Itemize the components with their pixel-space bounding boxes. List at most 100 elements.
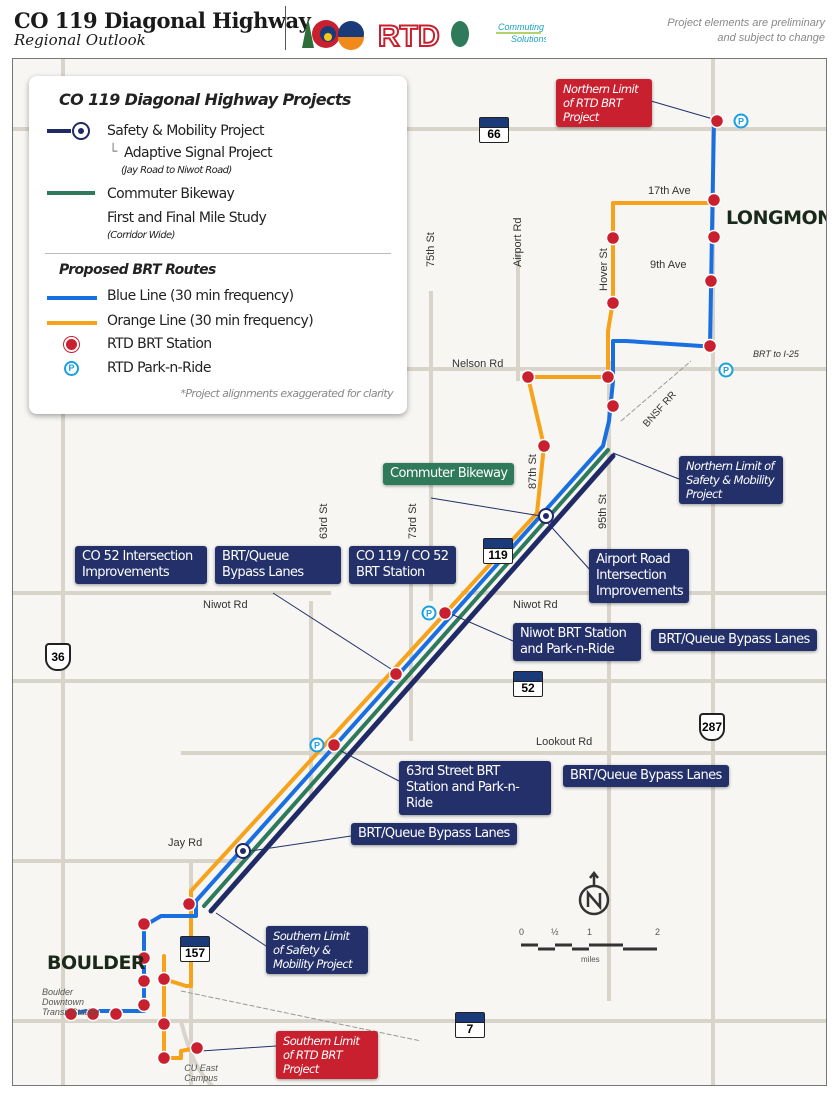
legend-brt-title: Proposed BRT Routes [59, 262, 216, 278]
bus-station-icon[interactable] [136, 973, 152, 989]
co52-shield: 52 [513, 671, 543, 697]
bus-station-icon[interactable] [605, 295, 621, 311]
legend-pnr: RTD Park-n-Ride [107, 360, 211, 376]
co7-shield: 7 [455, 1012, 485, 1038]
legend-blue: Blue Line (30 min frequency) [107, 288, 294, 304]
road-label: 63rd St [318, 503, 330, 539]
bus-station-icon[interactable] [520, 369, 536, 385]
park-ride-icon[interactable] [733, 113, 749, 129]
bus-station-icon[interactable] [156, 1016, 172, 1032]
road-label: 95th St [597, 494, 609, 529]
bus-station-icon[interactable] [605, 230, 621, 246]
bus-station-icon[interactable] [437, 605, 453, 621]
bypass-lanes-callout: BRT/Queue Bypass Lanes [651, 629, 817, 651]
bus-station-icon[interactable] [108, 1006, 124, 1022]
rtd-logo: RTD [377, 19, 441, 50]
bus-station-icon[interactable] [536, 438, 552, 454]
page-title: CO 119 Diagonal Highway [14, 8, 311, 33]
bnsf-railroad [180, 360, 692, 1042]
scale-tick: 2 [655, 927, 661, 937]
bus-station-icon[interactable] [136, 916, 152, 932]
us287-shield: 287 [699, 713, 725, 741]
road-label: 87th St [527, 454, 539, 489]
legend-study-note: (Corridor Wide) [107, 230, 175, 241]
bypass-lanes-callout: BRT/Queue Bypass Lanes [351, 823, 517, 845]
park-ride-glyph: P [426, 609, 432, 619]
svg-text:RTD: RTD [378, 20, 440, 50]
bus-station-icon[interactable] [600, 369, 616, 385]
scale-unit: miles [581, 955, 600, 964]
bus-station-icon[interactable] [326, 737, 342, 753]
north-safety-limit-callout: Northern Limit of Safety & Mobility Proj… [679, 456, 783, 504]
bus-station-icon[interactable] [63, 1006, 79, 1022]
page-subtitle: Regional Outlook [14, 31, 146, 49]
commuter-bikeway-route[interactable] [202, 448, 610, 908]
disclaimer-line: and subject to change [717, 32, 825, 44]
north-rtd-limit-callout: Northern Limit of RTD BRT Project [556, 79, 652, 127]
safety-ring-icon[interactable] [538, 508, 554, 524]
road-label: Jay Rd [168, 837, 203, 849]
south-rtd-limit-callout: Southern Limit of RTD BRT Project [276, 1031, 378, 1079]
scale-tick: ½ [551, 927, 559, 937]
bus-station-icon[interactable] [189, 1040, 205, 1056]
co157-shield: 157 [180, 936, 210, 962]
terrain-roads [13, 59, 826, 1085]
park-ride-icon[interactable] [421, 605, 437, 621]
us36-shield: 36 [45, 643, 71, 671]
bus-station-icon[interactable] [136, 997, 152, 1013]
road-label: 9th Ave [650, 259, 687, 271]
safety-mobility-route[interactable] [208, 453, 616, 914]
disclaimer-line: Project elements are preliminary [667, 17, 825, 29]
bus-station-icon[interactable] [85, 1006, 101, 1022]
blue-line-icon [47, 296, 97, 300]
park-ride-glyph: P [723, 366, 729, 376]
station-markers: P P P P [63, 113, 749, 1066]
bus-station-icon[interactable] [703, 273, 719, 289]
bus-station-icon[interactable] [156, 1050, 172, 1066]
bypass-leader-lines [200, 100, 714, 1052]
disclaimer: Project elements are preliminary and subj… [667, 16, 825, 46]
legend-study: First and Final Mile Study [107, 210, 267, 226]
bus-station-icon[interactable] [136, 950, 152, 966]
city-label-boulder: BOULDER [47, 952, 146, 974]
park-ride-glyph: P [314, 741, 320, 751]
scale-tick: 1 [587, 927, 593, 937]
bus-station-icon[interactable] [181, 896, 197, 912]
legend-symbols [47, 122, 95, 195]
legend-bikeway: Commuter Bikeway [107, 186, 235, 202]
legend-safety: Safety & Mobility Project [107, 123, 265, 139]
map-canvas[interactable]: P P P P [12, 58, 827, 1086]
bus-station-icon[interactable] [706, 229, 722, 245]
bus-station-icon[interactable] [605, 398, 621, 414]
bus-station-icon[interactable] [706, 192, 722, 208]
legend-adaptive: Adaptive Signal Project [124, 145, 273, 161]
63rd-station-callout: 63rd Street BRT Station and Park-n-Ride [399, 761, 551, 815]
safety-ring-icon[interactable] [235, 843, 251, 859]
co119-co52-station-callout: CO 119 / CO 52 BRT Station [349, 546, 456, 584]
road-label: 75th St [425, 232, 437, 267]
commuter-bikeway-callout: Commuter Bikeway [383, 463, 515, 485]
park-ride-icon[interactable] [718, 362, 734, 378]
shield-number: 52 [521, 681, 535, 695]
bus-station-icon[interactable] [388, 666, 404, 682]
legend-adaptive-note: (Jay Road to Niwot Road) [121, 165, 232, 176]
south-safety-limit-callout: Southern Limit of Safety & Mobility Proj… [266, 926, 368, 974]
road-label: Airport Rd [512, 217, 524, 267]
bus-station-icon[interactable] [702, 338, 718, 354]
scale-bar [521, 945, 657, 949]
tree-branch-icon: └ [109, 144, 117, 160]
legend-divider [45, 253, 391, 254]
bus-station-icon[interactable] [709, 113, 725, 129]
orange-line-icon [47, 321, 97, 325]
road-label: Niwot Rd [203, 599, 248, 611]
cu-east-campus-label: CU East Campus [184, 1063, 218, 1083]
co66-shield: 66 [479, 117, 509, 143]
bus-station-icon[interactable] [156, 971, 172, 987]
boulder-county-logo [451, 21, 469, 47]
park-ride-icon[interactable] [309, 737, 325, 753]
co119-shield: 119 [483, 538, 513, 564]
park-ride-glyph: P [738, 117, 744, 127]
